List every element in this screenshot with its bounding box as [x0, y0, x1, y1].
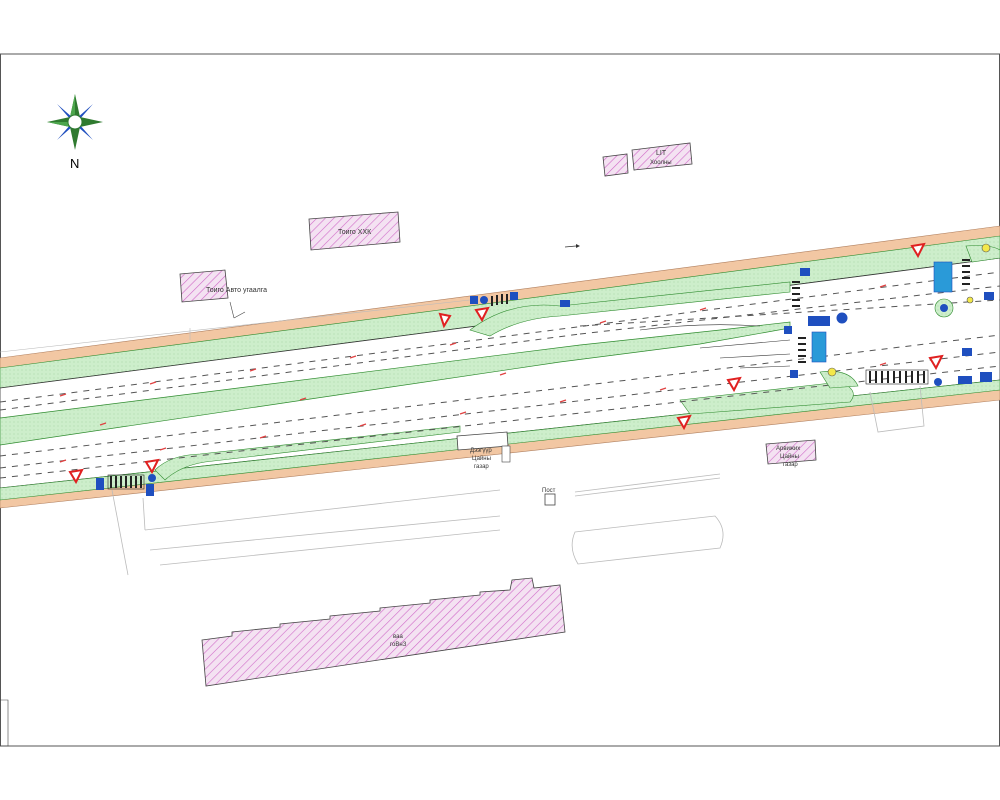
- blue-info-sign-icon: [958, 376, 972, 384]
- traffic-light-icon: [981, 243, 991, 253]
- building-label: ваа: [393, 634, 403, 640]
- building-post: [544, 493, 556, 506]
- building-large-south: [201, 577, 566, 687]
- traffic-signs: [68, 242, 994, 496]
- bus-stop-marking-east: [933, 261, 953, 293]
- building-label: газар: [474, 464, 489, 470]
- building-label: гоВнЗ: [390, 642, 407, 648]
- yield-sign-icon: [676, 414, 692, 431]
- building-small-1: [602, 153, 629, 177]
- building-label: Цайны: [472, 455, 491, 462]
- yield-sign-icon: [474, 306, 490, 323]
- yield-sign-icon: [438, 312, 452, 329]
- lane-markings: [0, 271, 1000, 479]
- blue-info-sign-icon: [510, 292, 518, 300]
- roundabout-sign-icon: [835, 311, 849, 325]
- direction-arrow-icon: [564, 244, 580, 248]
- yield-sign-icon: [68, 468, 84, 485]
- crosswalk-south-east: [865, 369, 929, 385]
- lane-arrow-markings: [59, 284, 887, 463]
- building-car-wash: [179, 269, 229, 303]
- yield-sign-icon: [726, 376, 742, 393]
- blue-info-sign-icon: [984, 292, 994, 300]
- south-outlines: [111, 385, 925, 576]
- crosswalk-east-2: [962, 259, 970, 285]
- blue-info-sign-icon: [962, 348, 972, 356]
- building-label: Тоиго Авто угаалга: [206, 287, 267, 294]
- blue-info-sign-icon: [800, 268, 810, 276]
- blue-info-sign-icon: [470, 296, 478, 304]
- building-label: Хоолны: [650, 160, 672, 166]
- southwest-island: [154, 425, 461, 481]
- roundabout-sign-icon: [934, 378, 942, 386]
- roundabout-sign-icon: [940, 304, 948, 312]
- building-label: Тоиго ХХК: [338, 229, 372, 236]
- yield-sign-icon: [910, 242, 926, 259]
- building-label: Цайны: [780, 453, 799, 460]
- north-edge-lines: [0, 299, 471, 353]
- yield-sign-icon: [928, 354, 944, 371]
- building-label: LIT: [656, 150, 667, 157]
- building-toigo-llc: [308, 211, 401, 251]
- corner-island-ne: [965, 245, 1000, 263]
- north-service-island: [469, 281, 791, 337]
- blue-info-sign-icon: [980, 372, 992, 382]
- building-label: Арвижих: [776, 446, 800, 452]
- north-green-strip: [0, 235, 1000, 389]
- yield-sign-icon: [144, 458, 160, 475]
- roundabout-sign-icon: [480, 296, 488, 304]
- compass-rose-icon: [47, 94, 103, 150]
- crosswalk-west: [107, 474, 145, 490]
- traffic-light-icon: [827, 367, 837, 377]
- building-label: Дээгүүр: [470, 448, 492, 454]
- bus-stop-marking-mid: [811, 331, 827, 363]
- building-lit-cafe: [631, 142, 693, 171]
- corner-island-east: [819, 371, 859, 389]
- building-label: газар: [783, 462, 798, 468]
- crosswalk-east-1: [792, 281, 806, 363]
- building-west-edge: [0, 699, 9, 747]
- turn-lane-lines: [639, 324, 791, 369]
- blue-info-sign-icon: [146, 484, 154, 496]
- crosswalk-north-mid: [491, 294, 508, 306]
- north-label: N: [70, 156, 79, 171]
- buildings: Тоиго ХХК Тоиго Авто угаалга LIT Хоолны …: [0, 142, 817, 747]
- building-label: Пост: [542, 488, 556, 494]
- blue-info-sign-icon: [808, 316, 830, 326]
- blue-info-sign-icon: [560, 300, 570, 307]
- traffic-light-icon: [966, 296, 974, 304]
- blue-info-sign-icon: [784, 326, 792, 334]
- building-arvijikh-cafe: [765, 439, 817, 465]
- roundabout-sign-icon: [148, 474, 156, 482]
- blue-info-sign-icon: [96, 478, 104, 490]
- blue-info-sign-icon: [790, 370, 798, 378]
